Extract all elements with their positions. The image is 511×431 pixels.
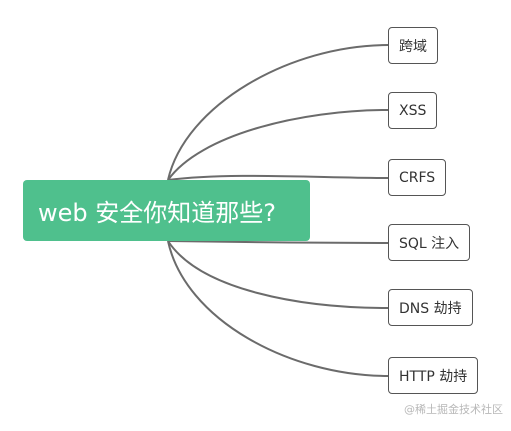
- root-node: web 安全你知道那些?: [23, 180, 310, 241]
- connector-to-crfs: [167, 174, 389, 181]
- node-http-hijack: HTTP 劫持: [388, 357, 479, 394]
- connector-to-sql-injection: [167, 240, 389, 244]
- node-cross-domain: 跨域: [388, 27, 438, 64]
- node-dns-hijack: DNS 劫持: [388, 289, 473, 326]
- node-cross-domain-label: 跨域: [399, 38, 427, 55]
- root-label: web 安全你知道那些?: [38, 199, 276, 227]
- node-dns-hijack-label: DNS 劫持: [399, 300, 462, 317]
- watermark: @稀土掘金技术社区: [404, 403, 503, 416]
- node-crfs-label: CRFS: [399, 169, 436, 186]
- node-xss-label: XSS: [399, 102, 427, 119]
- node-sql-injection-label: SQL 注入: [399, 235, 460, 252]
- node-xss: XSS: [388, 92, 438, 129]
- connector-to-xss: [167, 109, 389, 181]
- connector-to-http-hijack: [167, 240, 389, 377]
- connector-to-dns-hijack: [167, 240, 389, 309]
- node-crfs: CRFS: [388, 159, 447, 196]
- connector-to-cross-domain: [167, 44, 389, 181]
- node-http-hijack-label: HTTP 劫持: [399, 368, 468, 385]
- node-sql-injection: SQL 注入: [388, 224, 471, 261]
